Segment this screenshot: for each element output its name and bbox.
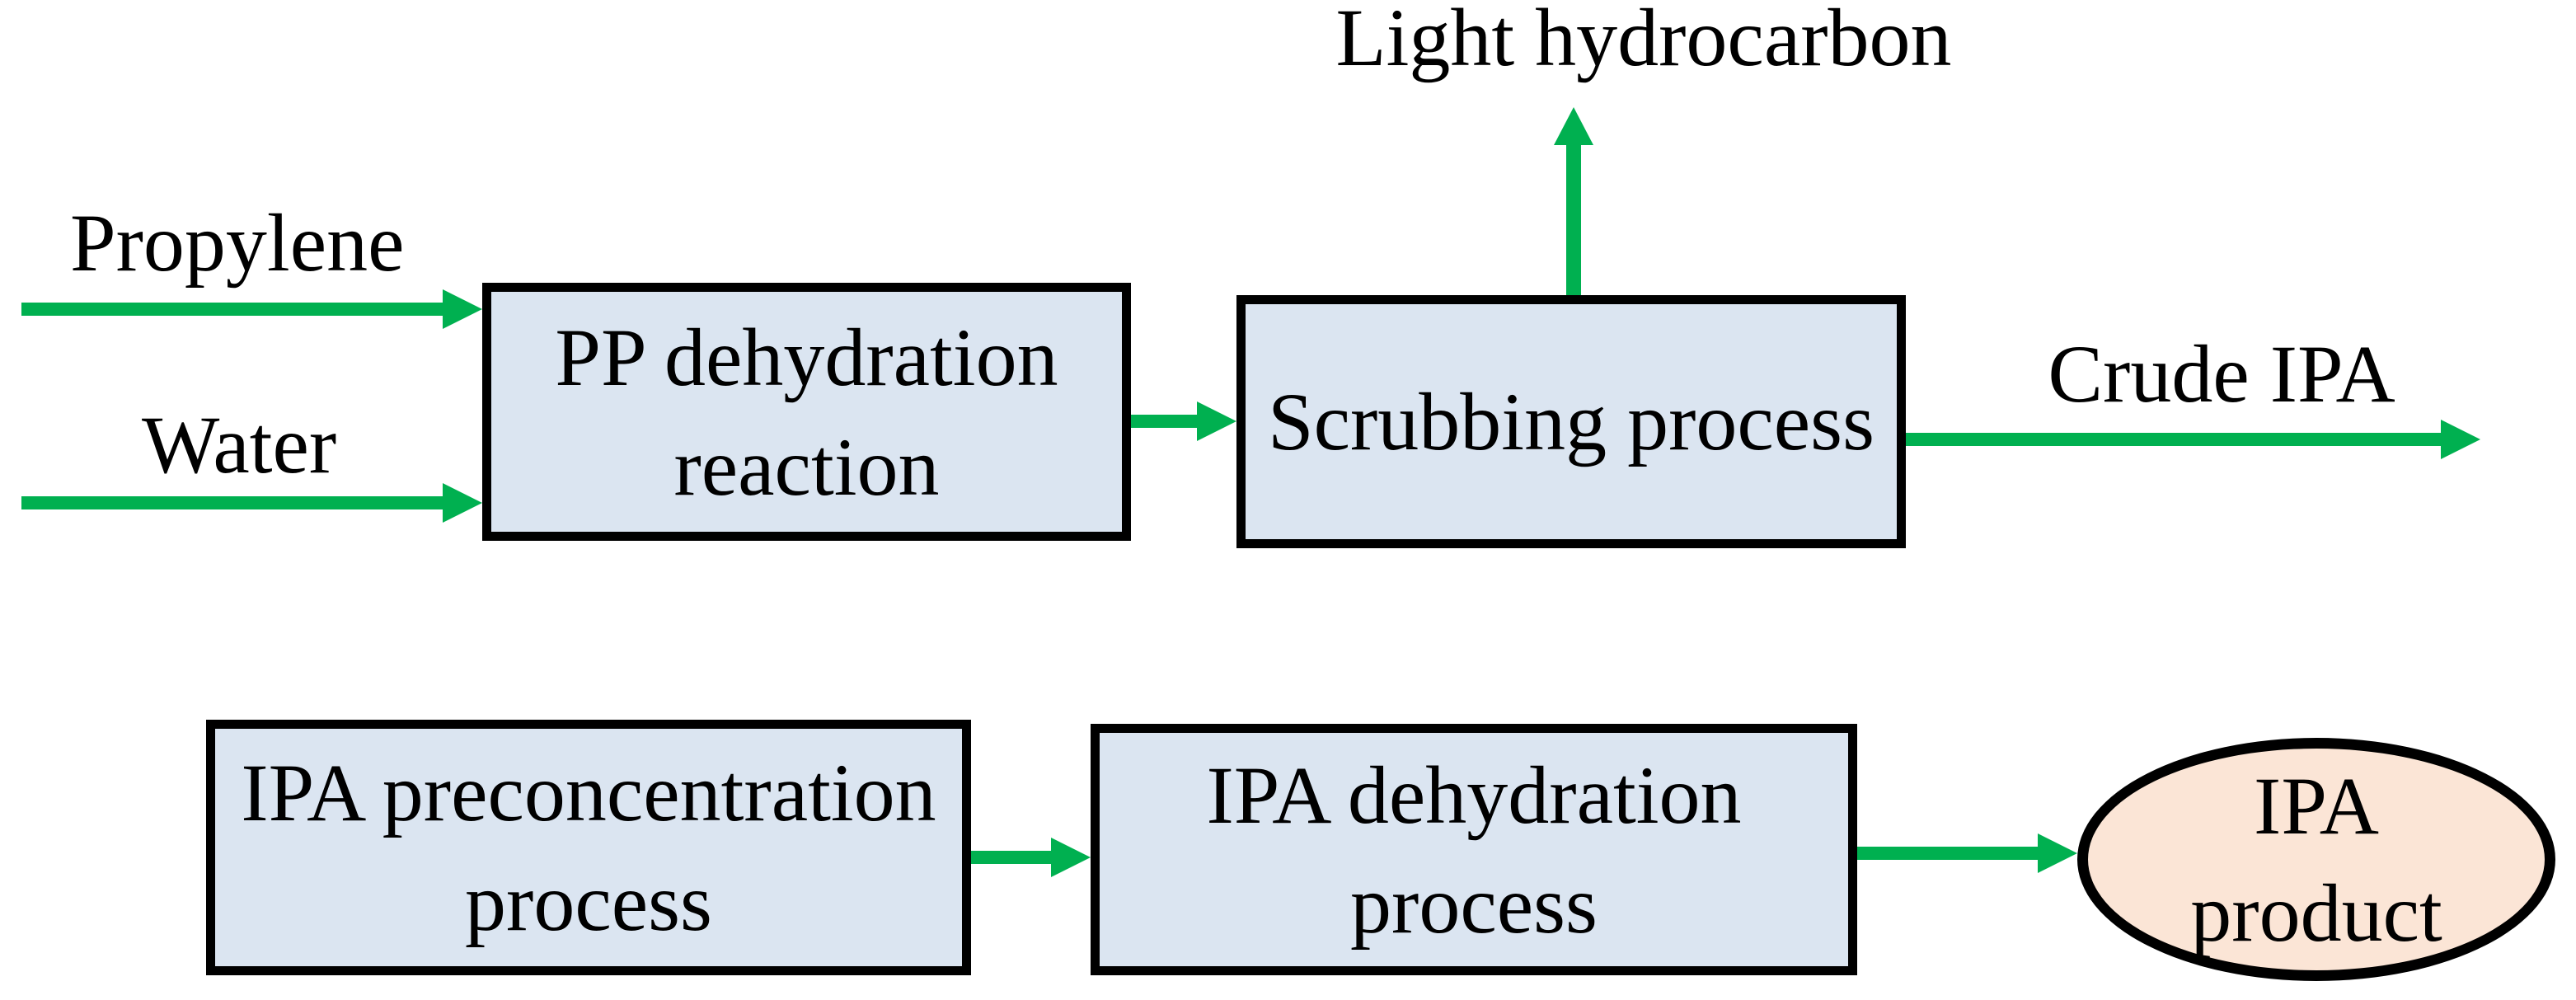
light-hydrocarbon-shaft (1566, 143, 1581, 295)
node-label-line2: process (465, 857, 712, 948)
preconc-to-dehydration-shaft (971, 851, 1052, 864)
node-ipa-product: IPA product (2077, 738, 2555, 981)
propylene-arrowhead-icon (443, 289, 482, 329)
node-scrubbing-process: Scrubbing process (1236, 295, 1906, 548)
crude-ipa-label: Crude IPA (2048, 328, 2395, 420)
light-hydrocarbon-arrowhead-icon (1554, 107, 1593, 145)
node-label-line2: process (1350, 858, 1598, 951)
node-label-line1: IPA (2254, 759, 2379, 852)
node-label-line1: IPA preconcentration (241, 747, 936, 838)
pp-to-scrubbing-shaft (1131, 415, 1198, 428)
preconc-to-dehydration-arrowhead-icon (1051, 838, 1091, 877)
propylene-label: Propylene (70, 197, 405, 289)
node-label-line1: IPA dehydration (1206, 749, 1742, 841)
dehydration-to-product-shaft (1857, 847, 2038, 860)
node-label-line2: reaction (673, 420, 940, 513)
node-label-line2: product (2190, 866, 2442, 959)
node-ipa-dehydration-process: IPA dehydration process (1091, 724, 1857, 975)
crude-ipa-arrowhead-icon (2441, 420, 2480, 459)
node-label-line1: Scrubbing process (1268, 376, 1875, 467)
water-arrowhead-icon (443, 483, 482, 523)
pp-to-scrubbing-arrowhead-icon (1197, 401, 1236, 441)
crude-ipa-shaft (1906, 433, 2442, 446)
water-label: Water (142, 399, 337, 491)
light-hydrocarbon-label: Light hydrocarbon (1335, 0, 1952, 83)
water-arrow-shaft (21, 496, 443, 509)
node-label-line1: PP dehydration (555, 311, 1058, 403)
propylene-arrow-shaft (21, 303, 443, 316)
dehydration-to-product-arrowhead-icon (2038, 833, 2077, 873)
node-pp-dehydration-reaction: PP dehydration reaction (482, 283, 1131, 541)
node-ipa-preconcentration-process: IPA preconcentration process (206, 720, 971, 975)
